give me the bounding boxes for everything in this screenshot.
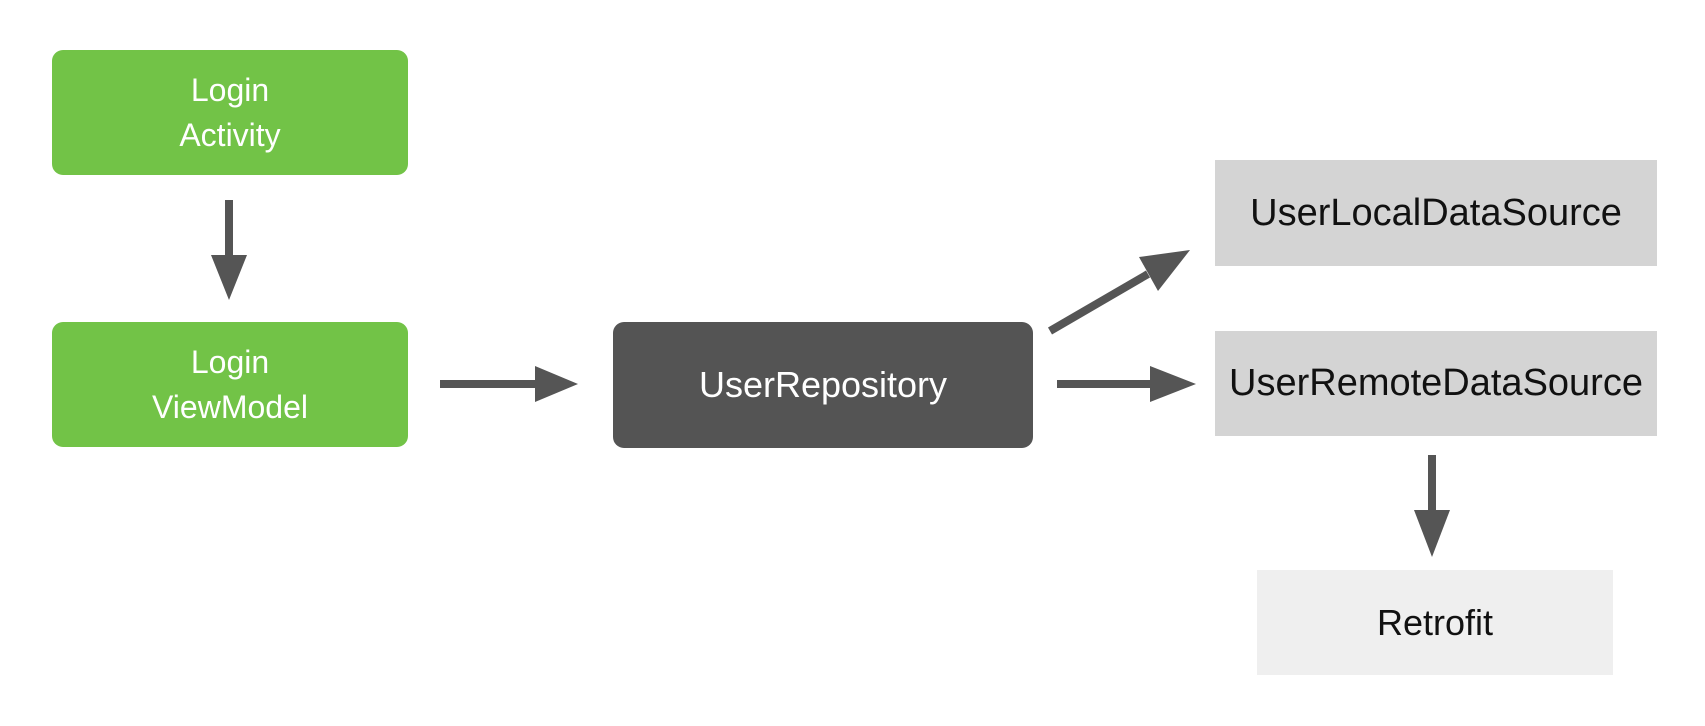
arrow-remotedatasource-to-retrofit	[1414, 455, 1450, 557]
node-login-viewmodel-label-line2: ViewModel	[152, 388, 308, 425]
node-user-remote-datasource-label: UserRemoteDataSource	[1229, 362, 1643, 404]
arrow-activity-to-viewmodel	[211, 200, 247, 300]
node-login-viewmodel-label-line1: Login	[190, 344, 270, 381]
node-login-activity: Login Activity	[52, 50, 408, 175]
arrow-repository-to-localdatasource	[1047, 250, 1190, 335]
node-user-repository: UserRepository	[613, 322, 1033, 448]
node-user-local-datasource: UserLocalDataSource	[1215, 160, 1657, 266]
node-retrofit-label: Retrofit	[1376, 601, 1494, 643]
node-login-viewmodel: Login ViewModel	[52, 322, 408, 447]
node-retrofit: Retrofit	[1257, 570, 1613, 675]
node-user-local-datasource-label: UserLocalDataSource	[1250, 191, 1622, 234]
node-login-activity-label-line1: Login	[190, 72, 270, 109]
arrow-viewmodel-to-repository	[440, 366, 578, 402]
arrow-repository-to-remotedatasource	[1057, 366, 1196, 402]
node-user-repository-label: UserRepository	[698, 364, 948, 405]
node-user-remote-datasource: UserRemoteDataSource	[1215, 331, 1657, 436]
node-login-activity-label-line2: Activity	[179, 116, 281, 153]
